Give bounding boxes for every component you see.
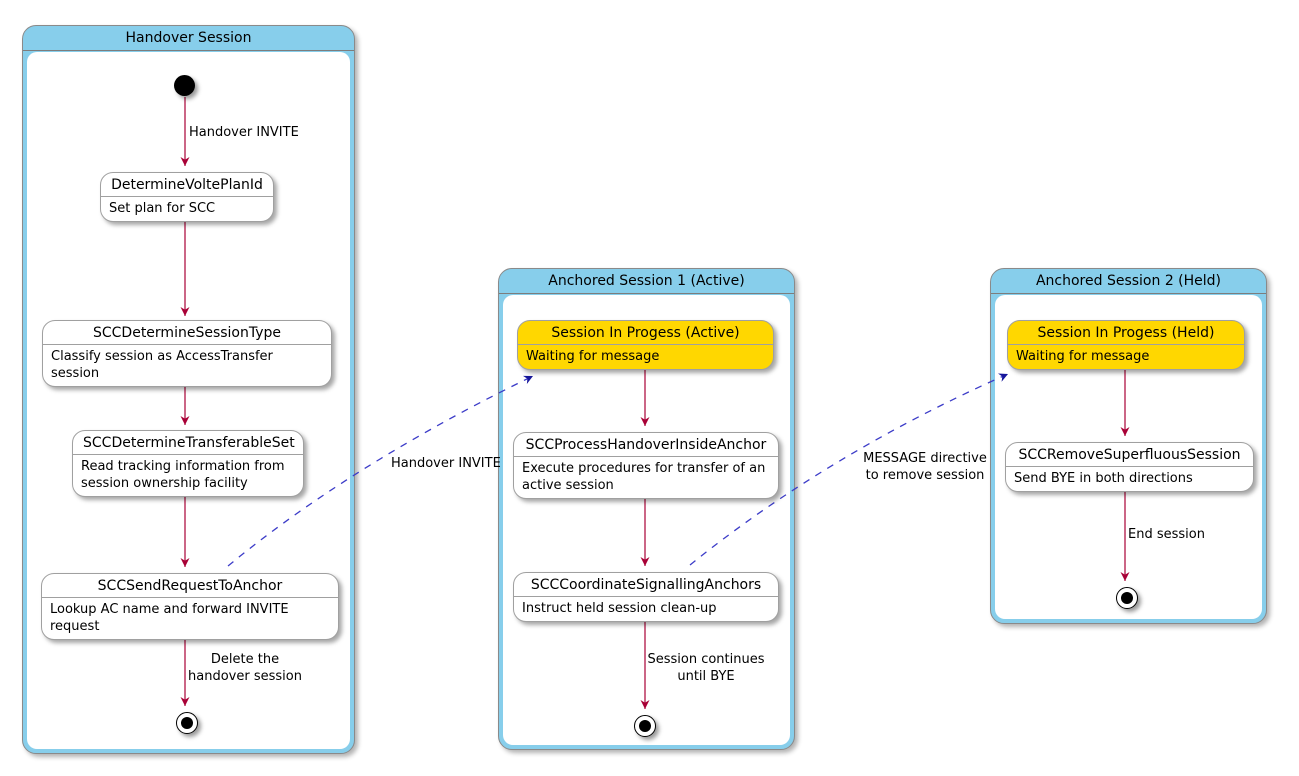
state-description: Read tracking information from session o… xyxy=(81,459,285,491)
state-description: Set plan for SCC xyxy=(109,201,216,216)
final-state-handover xyxy=(176,712,198,734)
edge-label-delete-handover-session: Delete the handover session xyxy=(188,652,302,684)
state-description: Execute procedures for transfer of an ac… xyxy=(522,461,766,493)
state-description: Waiting for message xyxy=(1016,349,1150,364)
final-state-dot xyxy=(1121,592,1133,604)
final-state-dot xyxy=(181,717,193,729)
final-state-anchored-1 xyxy=(634,715,656,737)
state-name: DetermineVoltePlanId xyxy=(101,173,273,197)
state-name: SCCRemoveSuperfluousSession xyxy=(1006,443,1253,467)
state-description: Classify session as AccessTransfer sessi… xyxy=(51,349,273,381)
state-scccoordinatesignallinganchors: SCCCoordinateSignallingAnchors Instruct … xyxy=(513,572,779,622)
state-sccdeterminesessiontype: SCCDetermineSessionType Classify session… xyxy=(42,320,332,387)
state-determinevolteplanid: DetermineVoltePlanId Set plan for SCC xyxy=(100,172,274,222)
state-description: Instruct held session clean-up xyxy=(522,601,717,616)
final-state-anchored-2 xyxy=(1116,587,1138,609)
container-title: Handover Session xyxy=(23,26,354,51)
state-session-in-progess-held: Session In Progess (Held) Waiting for me… xyxy=(1007,320,1245,370)
final-state-dot xyxy=(639,720,651,732)
state-sccremovesuperfluoussession: SCCRemoveSuperfluousSession Send BYE in … xyxy=(1005,442,1254,492)
edge-label-message-directive: MESSAGE directive to remove session xyxy=(863,451,987,483)
state-description: Send BYE in both directions xyxy=(1014,471,1193,486)
initial-state-handover xyxy=(174,75,195,96)
edge-label-session-continues: Session continues until BYE xyxy=(647,652,765,684)
state-name: SCCDetermineTransferableSet xyxy=(73,431,303,455)
state-name: Session In Progess (Held) xyxy=(1008,321,1244,345)
state-name: SCCDetermineSessionType xyxy=(43,321,331,345)
state-sccprocesshandoverinsideanchor: SCCProcessHandoverInsideAnchor Execute p… xyxy=(513,432,779,499)
state-description: Waiting for message xyxy=(526,349,660,364)
container-body xyxy=(27,52,350,749)
edge-label-handover-invite: Handover INVITE xyxy=(189,125,299,140)
edge-label-handover-invite-dashed: Handover INVITE xyxy=(391,456,501,471)
state-name: SCCSendRequestToAnchor xyxy=(42,574,338,598)
container-title: Anchored Session 2 (Held) xyxy=(991,269,1266,294)
state-sccdeterminetransferableset: SCCDetermineTransferableSet Read trackin… xyxy=(72,430,304,497)
container-title: Anchored Session 1 (Active) xyxy=(499,269,794,294)
edge-label-end-session: End session xyxy=(1128,527,1205,542)
state-session-in-progess-active: Session In Progess (Active) Waiting for … xyxy=(517,320,774,370)
state-sccsendrequesttoanchor: SCCSendRequestToAnchor Lookup AC name an… xyxy=(41,573,339,640)
state-description: Lookup AC name and forward INVITE reques… xyxy=(50,602,289,634)
state-name: SCCCoordinateSignallingAnchors xyxy=(514,573,778,597)
state-name: SCCProcessHandoverInsideAnchor xyxy=(514,433,778,457)
state-name: Session In Progess (Active) xyxy=(518,321,773,345)
